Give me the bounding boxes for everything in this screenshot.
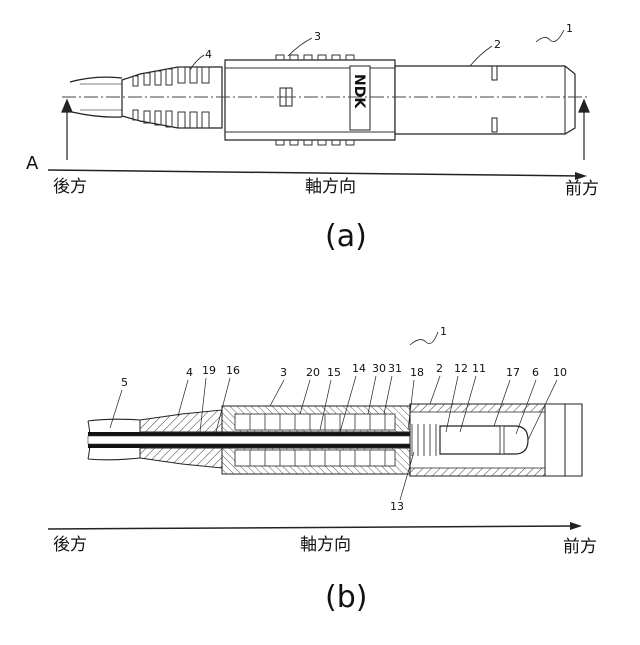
front-label-a: 前方 [565, 179, 599, 199]
ref-4-b: 4 [186, 366, 193, 379]
ref-31-b: 31 [388, 362, 402, 375]
ref-3-a: 3 [314, 30, 321, 43]
rear-label-a: 後方 [53, 177, 87, 197]
section-label-a: A [26, 153, 39, 174]
ref-11-b: 11 [472, 362, 486, 375]
ref-17-b: 17 [506, 366, 520, 379]
boot-a [122, 67, 222, 128]
ref-20-b: 20 [306, 366, 320, 379]
rear-label-b: 後方 [53, 535, 87, 555]
caption-b: (b) [325, 580, 367, 615]
axial-label-a: 軸方向 [305, 177, 356, 197]
brand-logo: NDK [351, 74, 367, 109]
caption-a: (a) [325, 219, 367, 254]
figure-b: 後方 軸方向 前方 1 5 4 19 16 3 20 15 14 30 31 1… [48, 325, 597, 615]
ref-16-b: 16 [226, 364, 240, 377]
ref-30-b: 30 [372, 362, 386, 375]
axial-label-b: 軸方向 [300, 535, 351, 555]
plug-a [395, 66, 575, 134]
ref-3-b: 3 [280, 366, 287, 379]
ref-13-b: 13 [390, 500, 404, 513]
ref-14-b: 14 [352, 362, 366, 375]
housing-a: NDK [225, 55, 395, 145]
ref-15-b: 15 [327, 366, 341, 379]
ref-2-b: 2 [436, 362, 443, 375]
ref-2-a: 2 [494, 38, 501, 51]
front-label-b: 前方 [563, 537, 597, 557]
ref-5-b: 5 [121, 376, 128, 389]
ref-12-b: 12 [454, 362, 468, 375]
ref-10-b: 10 [553, 366, 567, 379]
ref-1-a: 1 [566, 22, 573, 35]
plug-b [410, 404, 582, 476]
figure-a: NDK A 後方 軸方向 前方 4 3 2 [26, 22, 599, 254]
ref-4-a: 4 [205, 48, 212, 61]
ref-19-b: 19 [202, 364, 216, 377]
ref-1-b: 1 [440, 325, 447, 338]
axis-arrow-b [48, 522, 582, 530]
ref-18-b: 18 [410, 366, 424, 379]
ref-6-b: 6 [532, 366, 539, 379]
